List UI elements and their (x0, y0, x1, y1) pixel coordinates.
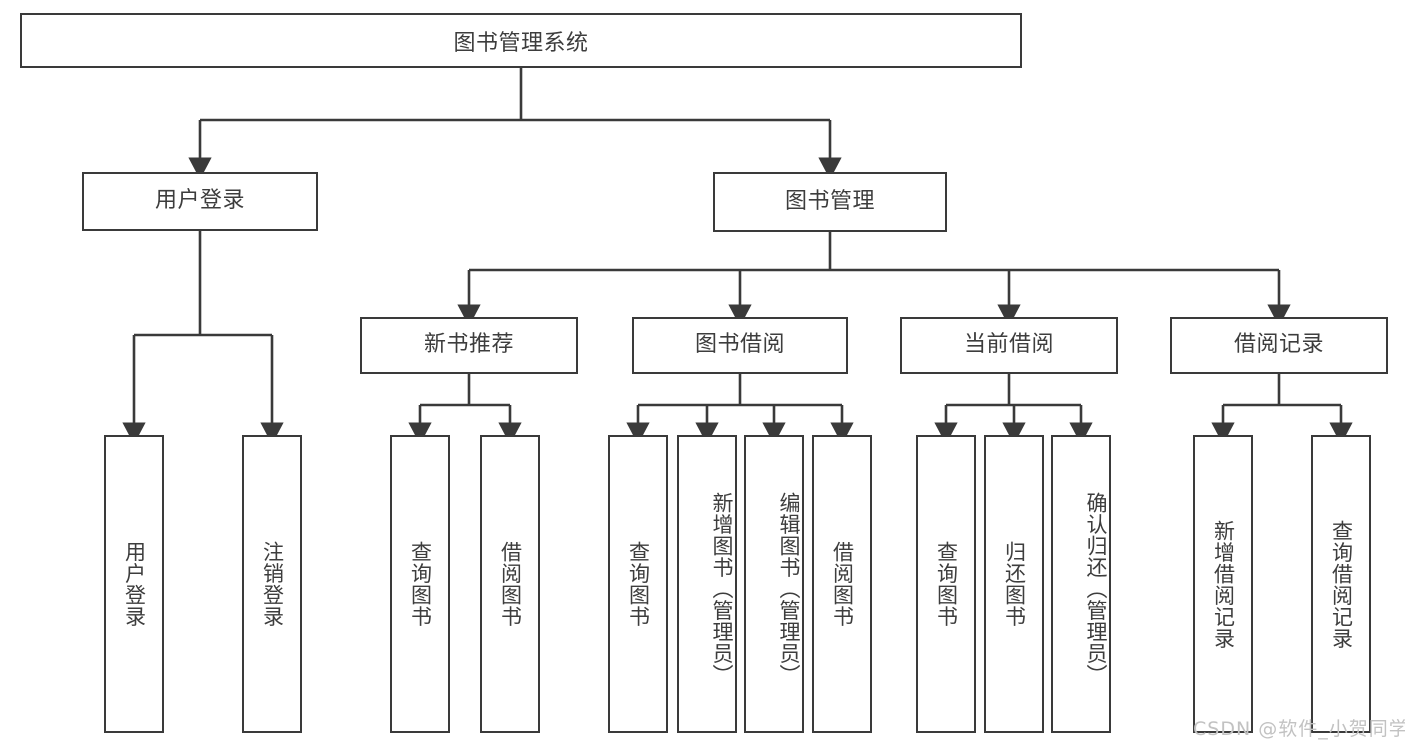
leaf-query-book-recommend[interactable]: 查询图书 (390, 435, 450, 733)
leaf-user-login[interactable]: 用户登录 (104, 435, 164, 733)
leaf-query-book-borrow[interactable]: 查询图书 (608, 435, 668, 733)
leaf-query-borrow-record[interactable]: 查询借阅记录 (1311, 435, 1371, 733)
leaf-borrow-book[interactable]: 借阅图书 (812, 435, 872, 733)
node-borrow-record[interactable]: 借阅记录 (1170, 317, 1388, 374)
leaf-confirm-return-admin[interactable]: 确认归还（管理员） (1051, 435, 1111, 733)
node-user-login[interactable]: 用户登录 (82, 172, 318, 231)
leaf-query-book-current[interactable]: 查询图书 (916, 435, 976, 733)
leaf-borrow-book-recommend[interactable]: 借阅图书 (480, 435, 540, 733)
node-root-system[interactable]: 图书管理系统 (20, 13, 1022, 68)
watermark-label: CSDN @软件_小贺同学 (1193, 718, 1405, 740)
leaf-user-logout[interactable]: 注销登录 (242, 435, 302, 733)
node-current-borrow[interactable]: 当前借阅 (900, 317, 1118, 374)
leaf-return-book[interactable]: 归还图书 (984, 435, 1044, 733)
node-book-management[interactable]: 图书管理 (713, 172, 947, 232)
node-new-book-recommend[interactable]: 新书推荐 (360, 317, 578, 374)
leaf-edit-book-admin[interactable]: 编辑图书（管理员） (744, 435, 804, 733)
leaf-add-borrow-record[interactable]: 新增借阅记录 (1193, 435, 1253, 733)
leaf-add-book-admin[interactable]: 新增图书（管理员） (677, 435, 737, 733)
node-book-borrow[interactable]: 图书借阅 (632, 317, 848, 374)
